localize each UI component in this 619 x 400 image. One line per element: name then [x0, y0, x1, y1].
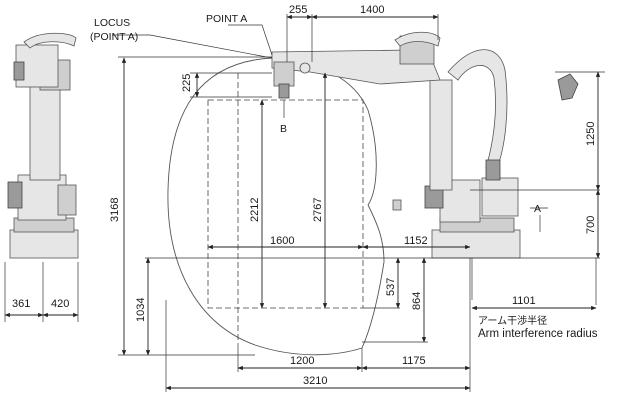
label-a: A — [534, 203, 541, 215]
dim-420: 420 — [51, 298, 69, 310]
dim-3168: 3168 — [109, 198, 121, 222]
dim-1034: 1034 — [135, 298, 147, 322]
label-b: B — [280, 123, 287, 135]
dim-1600: 1600 — [270, 235, 294, 247]
dim-255: 255 — [289, 4, 307, 16]
dim-2212: 2212 — [249, 198, 261, 222]
label-arm-interference-en: Arm interference radius — [478, 328, 598, 340]
label-arm-interference-jp: アーム干渉半径 — [478, 314, 547, 327]
side-view-robot — [7, 32, 79, 259]
work-envelope — [167, 57, 385, 356]
dim-864: 864 — [411, 292, 423, 310]
dim-1400: 1400 — [360, 4, 384, 16]
label-point-a: POINT A — [206, 13, 247, 25]
label-locus: LOCUS — [94, 17, 130, 29]
dim-3210: 3210 — [303, 375, 327, 387]
front-dimension-lines — [112, 14, 605, 392]
dim-361: 361 — [12, 298, 30, 310]
dim-1101: 1101 — [512, 295, 536, 307]
front-view-robot — [271, 31, 579, 259]
dim-700: 700 — [585, 216, 597, 234]
dim-1250: 1250 — [585, 122, 597, 146]
side-view-dimensions: 361 420 — [4, 262, 79, 322]
label-locus-sub: (POINT A) — [90, 31, 138, 43]
dim-537: 537 — [385, 278, 397, 296]
dim-1175: 1175 — [402, 355, 426, 367]
dim-1152: 1152 — [404, 235, 428, 247]
dim-1200: 1200 — [290, 355, 314, 367]
labels: LOCUS (POINT A) POINT A B A アーム干渉半径 Arm … — [90, 13, 598, 340]
dim-225: 225 — [181, 74, 193, 92]
dim-2767: 2767 — [312, 198, 324, 222]
dimension-values: 255 1400 225 3168 2212 2767 1600 1152 12… — [109, 4, 597, 387]
